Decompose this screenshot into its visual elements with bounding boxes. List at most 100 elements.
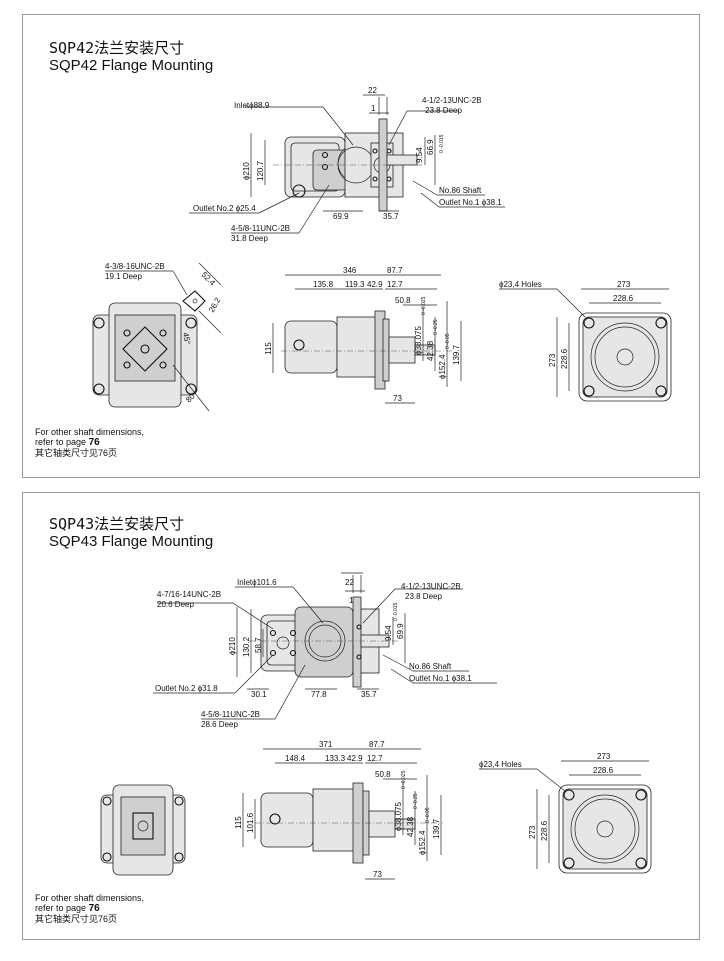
sqp43-dim-77-8: 77.8	[311, 690, 327, 699]
sqp42-dim-120-7: 120.7	[256, 160, 265, 181]
sqp43-dim-87-7: 87.7	[369, 740, 385, 749]
sqp42-dim-22: 22	[368, 86, 377, 95]
sqp42-top-bolt-deep: 23.8 Deep	[425, 106, 462, 115]
sqp42-dim-73: 73	[393, 394, 402, 403]
sqp42-dim-66-9: 66.9	[426, 139, 435, 155]
sqp42-note-line2: refer to page	[35, 437, 87, 447]
sqp42-side-bolt: 4-3/8-16UNC-2B	[105, 262, 165, 271]
sqp43-dim-228-6-v: 228.6	[540, 820, 549, 841]
sqp43-dim-22: 22	[345, 578, 354, 587]
sqp43-front-view	[100, 784, 186, 876]
sqp43-dim-152-4-tol: 0 -0.05	[425, 807, 431, 823]
sqp42-side-view	[272, 274, 462, 404]
sqp43-note-cn: 其它轴类尺寸见76页	[35, 914, 118, 924]
sqp43-dim-101-6: 101.6	[246, 812, 255, 833]
sqp42-inlet-label: Inletϕ88.9	[234, 101, 270, 110]
sqp42-note-page: 76	[88, 437, 100, 448]
sqp42-note-cn: 其它轴类尺寸见76页	[35, 448, 118, 458]
sqp42-dim-42-38: 42.38	[426, 340, 435, 361]
sqp43-holes: ϕ23,4 Holes	[479, 760, 522, 769]
sqp43-dim-38-075-tol: 0 -0.025	[401, 770, 407, 789]
sqp42-dim-139-7: 139.7	[452, 344, 461, 365]
sqp42-dim-38-075: ϕ38.075	[414, 326, 423, 356]
sqp43-dim-69-9: 69.9	[396, 623, 405, 639]
sqp43-dim-273-v: 273	[528, 825, 537, 839]
sqp43-dim-42-38-tol: 0 -0.25	[413, 793, 419, 809]
sqp42-bottom-bolt: 4-5/8-11UNC-2B	[231, 224, 290, 233]
sqp42-dim-26-2: 26.2	[207, 296, 223, 314]
sqp42-dim-45: 45°	[181, 332, 192, 345]
sqp42-dim-346: 346	[343, 266, 357, 275]
sqp43-outlet1: Outlet No.1 ϕ38.1	[409, 674, 472, 683]
sqp42-title-cn: SQP42法兰安装尺寸	[49, 39, 185, 57]
sqp42-top-view	[189, 94, 505, 234]
sqp42-bottom-bolt-deep: 31.8 Deep	[231, 234, 268, 243]
sqp42-dim-228-6-v: 228.6	[560, 348, 569, 369]
sqp43-left-bolt-deep: 20.6 Deep	[157, 600, 194, 609]
sqp43-side-view	[242, 748, 443, 880]
sqp43-left-bolt: 4-7/16-14UNC-2B	[157, 590, 221, 599]
sqp42-panel: SQP42法兰安装尺寸 SQP42 Flange Mounting	[22, 14, 700, 478]
sqp43-note-line2: refer to page	[35, 903, 87, 913]
sqp43-drawing: Inletϕ101.6 4-1/2-13UNC-2B 23.8 Deep 4-7…	[100, 572, 652, 880]
sqp43-note: For other shaft dimensions, refer to pag…	[35, 893, 144, 924]
sqp43-dim-130-2: 130.2	[242, 636, 251, 657]
sqp43-dim-152-4: ϕ152.4	[418, 830, 427, 855]
sqp42-dim-119-3: 119.3	[345, 280, 365, 289]
sqp42-dim-273: 273	[617, 280, 631, 289]
sqp43-inlet-label: Inletϕ101.6	[237, 578, 277, 587]
sqp43-note-line1: For other shaft dimensions,	[35, 893, 145, 903]
sqp42-outlet2: Outlet No.2 ϕ25.4	[193, 204, 256, 213]
sqp43-note-page: 76	[88, 903, 100, 914]
sqp42-dim-228-6: 228.6	[613, 294, 634, 303]
sqp43-dim-1: 1	[349, 596, 354, 605]
sqp43-dim-371: 371	[319, 740, 333, 749]
sqp43-title-en: SQP43 Flange Mounting	[49, 533, 214, 550]
sqp42-dim-42-38-tol: 0 -0.25	[433, 319, 439, 335]
sqp43-dim-42-9: 42.9	[347, 754, 363, 763]
sqp43-title-cn: SQP43法兰安装尺寸	[49, 515, 185, 533]
sqp43-dim-228-6: 228.6	[593, 766, 614, 775]
sqp43-shaft: No.86 Shaft	[409, 662, 452, 671]
sqp42-dim-9-54: 9.54	[415, 147, 424, 163]
sqp42-dim-9-54-tol: 0 -0.015	[439, 134, 445, 153]
sqp42-flange-view	[499, 288, 672, 402]
sqp43-dim-38-075: ϕ38.075	[394, 802, 403, 832]
sqp42-dim-152-4: ϕ152.4	[438, 354, 447, 379]
sqp42-dim-1: 1	[371, 104, 376, 113]
sqp42-top-bolt: 4-1/2-13UNC-2B	[422, 96, 482, 105]
sqp42-front-view	[92, 262, 222, 412]
sqp42-dim-35-7: 35.7	[383, 212, 399, 221]
sqp43-dim-148-4: 148.4	[285, 754, 306, 763]
sqp42-dim-210: ϕ210	[242, 162, 251, 180]
sqp43-flange-view	[479, 760, 652, 874]
sqp42-note-line1: For other shaft dimensions,	[35, 427, 145, 437]
sqp42-dim-42-9: 42.9	[367, 280, 383, 289]
sqp43-panel: SQP43法兰安装尺寸 SQP43 Flange Mounting	[22, 492, 700, 940]
sqp43-dim-58-7: 58.7	[254, 637, 263, 653]
sqp42-dim-152-4-tol: 0 -0.05	[445, 333, 451, 349]
sqp42-dim-52-4: 52.4	[200, 270, 218, 288]
sqp43-dim-9-54-tol: 0 -0.015	[393, 602, 399, 621]
sqp43-dim-35-7: 35.7	[361, 690, 377, 699]
sqp42-dim-115: 115	[264, 342, 273, 355]
sqp42-title-en: SQP42 Flange Mounting	[49, 57, 214, 74]
sqp42-note: For other shaft dimensions, refer to pag…	[35, 427, 144, 458]
sqp42-dim-87-7: 87.7	[387, 266, 403, 275]
sqp43-dim-73: 73	[373, 870, 382, 879]
sqp43-dim-115: 115	[234, 816, 243, 829]
sqp42-drawing: Inletϕ88.9 4-1/2-13UNC-2B 23.8 Deep 22 1…	[92, 86, 672, 412]
sqp43-top-bolt-deep: 23.8 Deep	[405, 592, 442, 601]
sqp42-dim-50-8: 50.8	[395, 296, 411, 305]
sqp42-dim-12-7: 12.7	[387, 280, 403, 289]
sqp43-dim-12-7: 12.7	[367, 754, 383, 763]
sqp43-dim-210: ϕ210	[228, 637, 237, 655]
sqp43-bottom-bolt-deep: 28.6 Deep	[201, 720, 238, 729]
sqp43-dim-42-38: 42.38	[406, 816, 415, 837]
sqp43-top-bolt: 4-1/2-13UNC-2B	[401, 582, 461, 591]
sqp43-outlet2: Outlet No.2 ϕ31.8	[155, 684, 218, 693]
sqp42-dim-69-9: 69.9	[333, 212, 349, 221]
sqp42-dim-135-8: 135.8	[313, 280, 334, 289]
sqp43-bottom-bolt: 4-5/8-11UNC-2B	[201, 710, 260, 719]
sqp42-side-bolt-deep: 19.1 Deep	[105, 272, 142, 281]
